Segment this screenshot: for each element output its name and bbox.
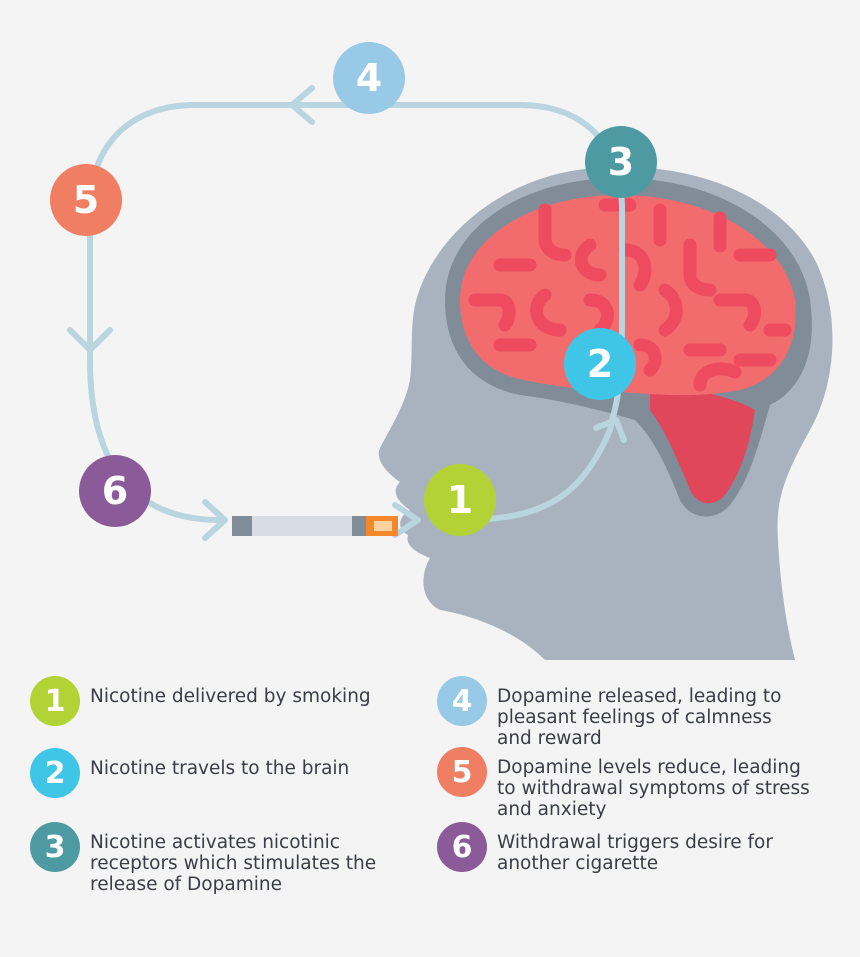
cigarette — [232, 516, 398, 536]
brain-folds — [468, 198, 792, 392]
legend-badge-1: 1 — [30, 676, 80, 726]
legend-text-4: Dopamine released, leading to pleasant f… — [497, 686, 782, 749]
legend-badge-2: 2 — [30, 748, 80, 798]
step-circle-2: 2 — [564, 328, 636, 400]
step-circle-2-number: 2 — [587, 342, 613, 386]
legend-item-6: 6 Withdrawal triggers desire for another… — [437, 822, 852, 874]
legend-badge-3: 3 — [30, 822, 80, 872]
legend-text-2: Nicotine travels to the brain — [90, 758, 350, 779]
legend-text-3: Nicotine activates nicotinic receptors w… — [90, 832, 377, 895]
legend-item-4: 4 Dopamine released, leading to pleasant… — [437, 676, 852, 749]
legend-item-3: 3 Nicotine activates nicotinic receptors… — [30, 822, 410, 895]
legend-text-6: Withdrawal triggers desire for another c… — [497, 832, 773, 874]
legend-badge-6: 6 — [437, 822, 487, 872]
cycle-loop — [67, 85, 627, 541]
legend-text-5: Dopamine levels reduce, leading to withd… — [497, 757, 810, 820]
step-circle-6-number: 6 — [102, 469, 128, 513]
legend-item-1: 1 Nicotine delivered by smoking — [30, 676, 410, 726]
cerebellum — [650, 380, 755, 504]
step-circle-1: 1 — [424, 464, 496, 536]
step-circle-4-number: 4 — [356, 56, 382, 100]
step-circle-6: 6 — [79, 455, 151, 527]
nicotine-cycle-diagram: 1 2 3 4 5 6 — [50, 42, 833, 660]
step-circle-5-number: 5 — [73, 178, 99, 222]
step-circle-5: 5 — [50, 164, 122, 236]
step-circle-3-number: 3 — [608, 140, 634, 184]
legend-item-2: 2 Nicotine travels to the brain — [30, 748, 410, 798]
step-circle-4: 4 — [333, 42, 405, 114]
step-circle-1-number: 1 — [447, 478, 473, 522]
legend-badge-5: 5 — [437, 747, 487, 797]
legend-badge-4: 4 — [437, 676, 487, 726]
legend: 1 Nicotine delivered by smoking 2 Nicoti… — [0, 670, 860, 957]
legend-text-1: Nicotine delivered by smoking — [90, 686, 371, 707]
legend-item-5: 5 Dopamine levels reduce, leading to wit… — [437, 747, 852, 820]
step-circle-3: 3 — [585, 126, 657, 198]
